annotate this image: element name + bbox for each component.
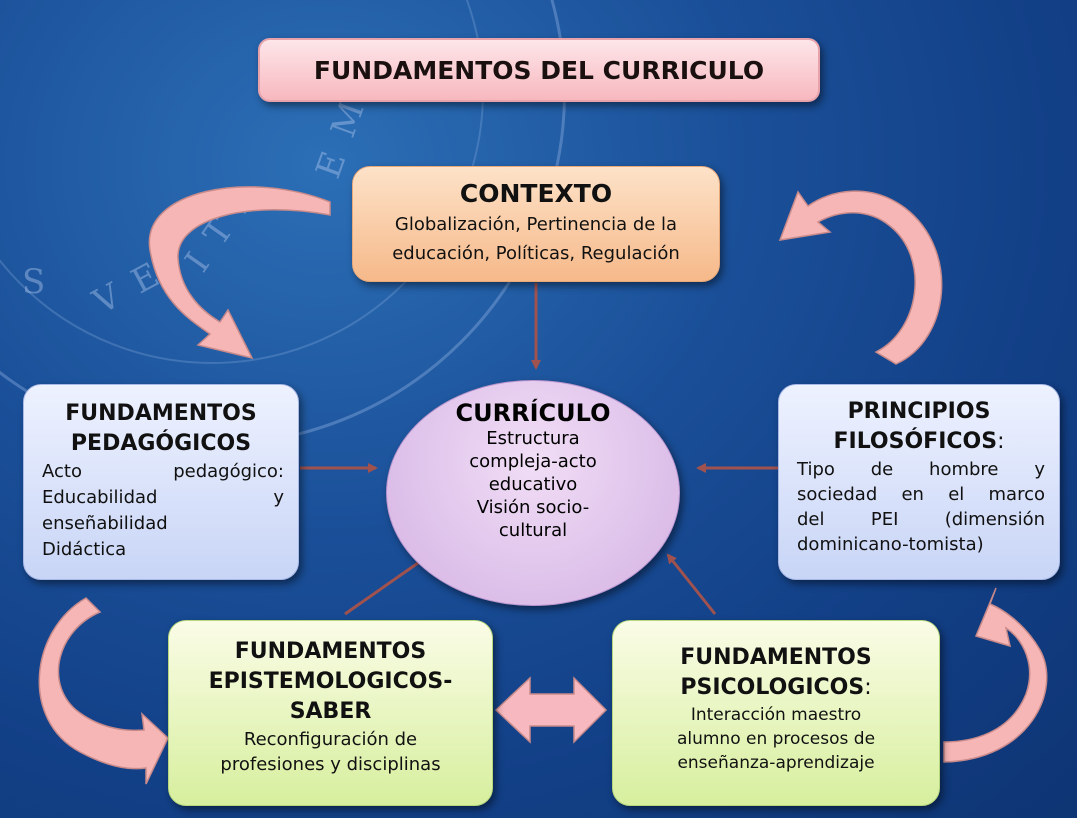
epistemologicos-line-1: Reconfiguración de [243,729,418,750]
curriculo-line-2: compleja-acto [469,451,597,472]
arrow-psicologicos-to-curriculo [666,553,717,615]
psicologicos-heading-1: FUNDAMENTOS [680,645,872,670]
epistemologicos-heading-1: FUNDAMENTOS [234,639,427,664]
title-box: FUNDAMENTOS DEL CURRICULO [258,38,820,102]
epistemologicos-box: FUNDAMENTOS EPISTEMOLOGICOS- SABER Recon… [168,620,493,806]
curved-arrow-top-right [778,190,943,365]
curriculo-oval: CURRÍCULO Estructura compleja-acto educa… [386,380,680,606]
contexto-box: CONTEXTO Globalización, Pertinencia de l… [352,166,720,282]
watermark-text-1: S [22,262,50,302]
filosoficos-line-1: Tipo de hombre y [797,459,1045,480]
double-arrow-epistemologicos-psicologicos [494,676,608,744]
contexto-heading: CONTEXTO [459,179,613,208]
pedagogicos-line-1: Acto pedagógico: [42,461,284,482]
pedagogicos-line-3: enseñabilidad [42,513,168,534]
psicologicos-line-3: enseñanza-aprendizaje [677,753,875,773]
filosoficos-heading-1: PRINCIPIOS [847,399,991,424]
psicologicos-heading-suffix: : [864,675,872,700]
filosoficos-heading-suffix: : [997,429,1005,454]
contexto-line-2: educación, Políticas, Regulación [392,243,680,264]
filosoficos-box: PRINCIPIOS FILOSÓFICOS: Tipo de hombre y… [778,384,1060,580]
contexto-line-1: Globalización, Pertinencia de la [394,214,678,235]
filosoficos-line-4: dominicano-tomista) [797,534,984,555]
pedagogicos-heading-1: FUNDAMENTOS [65,401,257,426]
pedagogicos-line-2: Educabilidad y [42,487,284,508]
epistemologicos-line-2: profesiones y disciplinas [220,754,441,775]
filosoficos-line-3: del PEI (dimensión [797,509,1045,530]
epistemologicos-heading-2: EPISTEMOLOGICOS- [208,669,453,694]
psicologicos-line-1: Interacción maestro [690,705,862,725]
psicologicos-line-2: alumno en procesos de [676,729,876,749]
filosoficos-line-2: sociedad en el marco [797,484,1045,505]
curved-arrow-bottom-left [38,597,169,785]
pedagogicos-line-4: Didáctica [42,539,127,560]
psicologicos-heading-2: PSICOLOGICOS [680,675,865,700]
psicologicos-heading-2-wrap: PSICOLOGICOS: [613,673,939,703]
filosoficos-heading-2-wrap: FILOSÓFICOS: [779,427,1059,457]
pedagogicos-box: FUNDAMENTOS PEDAGÓGICOS Acto pedagógico:… [23,384,299,580]
curved-arrow-top-left [148,186,331,360]
psicologicos-box: FUNDAMENTOS PSICOLOGICOS: Interacción ma… [612,620,940,806]
curved-arrow-bottom-right [943,587,1048,763]
arrow-epistemologicos-to-curriculo [344,554,430,616]
curriculo-line-4: Visión socio- [476,497,590,518]
curriculo-line-3: educativo [488,474,578,495]
filosoficos-heading-2: FILOSÓFICOS [833,429,998,454]
curriculo-line-5: cultural [498,520,568,541]
curriculo-line-1: Estructura [486,428,580,449]
curriculo-heading: CURRÍCULO [455,399,611,427]
epistemologicos-heading-3: SABER [289,699,372,724]
diagram-title: FUNDAMENTOS DEL CURRICULO [313,55,765,85]
pedagogicos-heading-2: PEDAGÓGICOS [70,431,252,456]
